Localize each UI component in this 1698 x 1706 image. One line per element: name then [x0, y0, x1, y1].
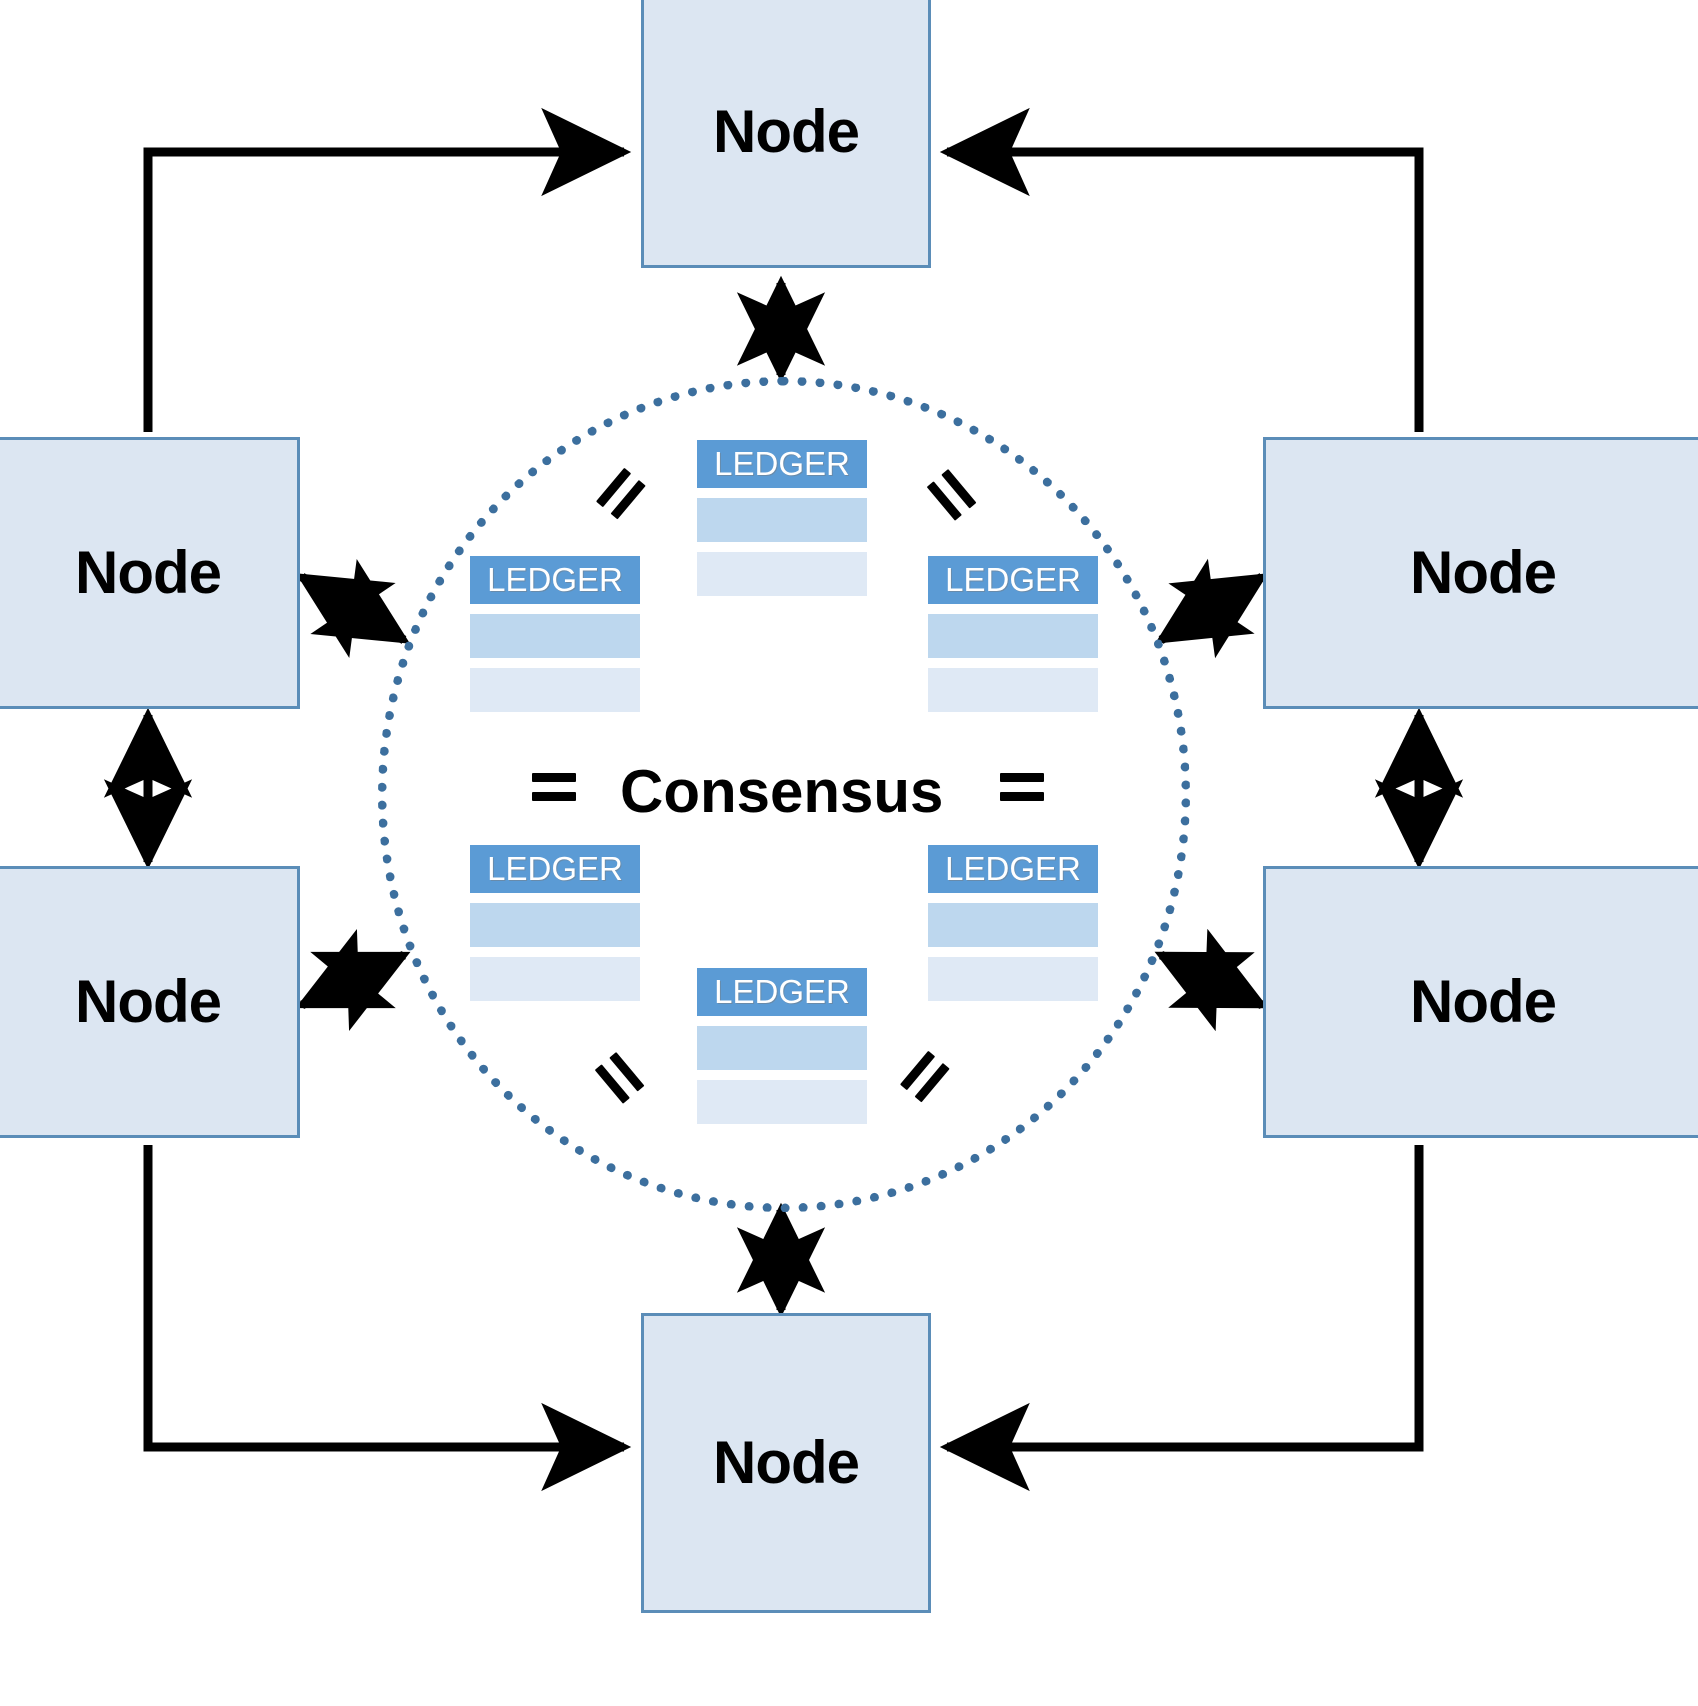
link-left-upper-to-top: [143, 107, 632, 432]
node-top[interactable]: Node: [641, 0, 931, 268]
node-left-lower[interactable]: Node: [0, 866, 300, 1138]
ledger-bottom-header: LEDGER: [697, 968, 867, 1016]
link-circle-node-left-lower: [295, 928, 411, 1032]
ledger-right-upper-row-1: [928, 614, 1098, 658]
link-circle-node-right-lower: [1154, 928, 1269, 1032]
node-top-label: Node: [713, 98, 860, 165]
ledger-bottom[interactable]: LEDGER: [697, 968, 867, 1124]
ledger-left-lower-row-1: [470, 903, 640, 947]
ledger-top-header: LEDGER: [697, 440, 867, 488]
node-left-upper[interactable]: Node: [0, 437, 300, 709]
ledger-right-lower-row-2: [928, 957, 1098, 1001]
node-bottom[interactable]: Node: [641, 1313, 931, 1613]
ledger-left-upper-row-1: [470, 614, 640, 658]
ledger-left-upper-header: LEDGER: [470, 556, 640, 604]
node-left-lower-label: Node: [75, 968, 222, 1035]
node-right-upper[interactable]: Node: [1263, 437, 1698, 709]
node-right-lower[interactable]: Node: [1263, 866, 1698, 1138]
ledger-right-upper-row-2: [928, 668, 1098, 712]
link-circle-node-left-upper: [295, 558, 411, 659]
ledger-right-upper-header: LEDGER: [928, 556, 1098, 604]
ledger-right-lower[interactable]: LEDGER: [928, 845, 1098, 1001]
node-left-upper-label: Node: [75, 539, 222, 606]
ledger-left-lower-header: LEDGER: [470, 845, 640, 893]
link-circle-node-right-upper: [1154, 558, 1269, 659]
ledger-right-upper[interactable]: LEDGER: [928, 556, 1098, 712]
ledger-left-lower-row-2: [470, 957, 640, 1001]
node-bottom-label: Node: [713, 1429, 860, 1496]
ledger-bottom-row-2: [697, 1080, 867, 1124]
ledger-top-row-2: [697, 552, 867, 596]
ledger-right-lower-header: LEDGER: [928, 845, 1098, 893]
node-right-lower-label: Node: [1410, 968, 1557, 1035]
ledger-right-lower-row-1: [928, 903, 1098, 947]
equals-mark-mid-right: [998, 765, 1044, 811]
link-right-lower-to-bottom: [939, 1145, 1424, 1492]
node-right-upper-label: Node: [1410, 539, 1557, 606]
equals-mark-mid-left: [530, 765, 576, 811]
ledger-bottom-row-1: [697, 1026, 867, 1070]
ledger-left-lower[interactable]: LEDGER: [470, 845, 640, 1001]
consensus-circle: [378, 377, 1190, 1212]
link-right-upper-to-top: [939, 107, 1424, 432]
ledger-top-row-1: [697, 498, 867, 542]
ledger-left-upper[interactable]: LEDGER: [470, 556, 640, 712]
link-left-lower-to-bottom: [143, 1145, 632, 1492]
ledger-left-upper-row-2: [470, 668, 640, 712]
consensus-label: Consensus: [620, 758, 944, 825]
ledger-top[interactable]: LEDGER: [697, 440, 867, 596]
